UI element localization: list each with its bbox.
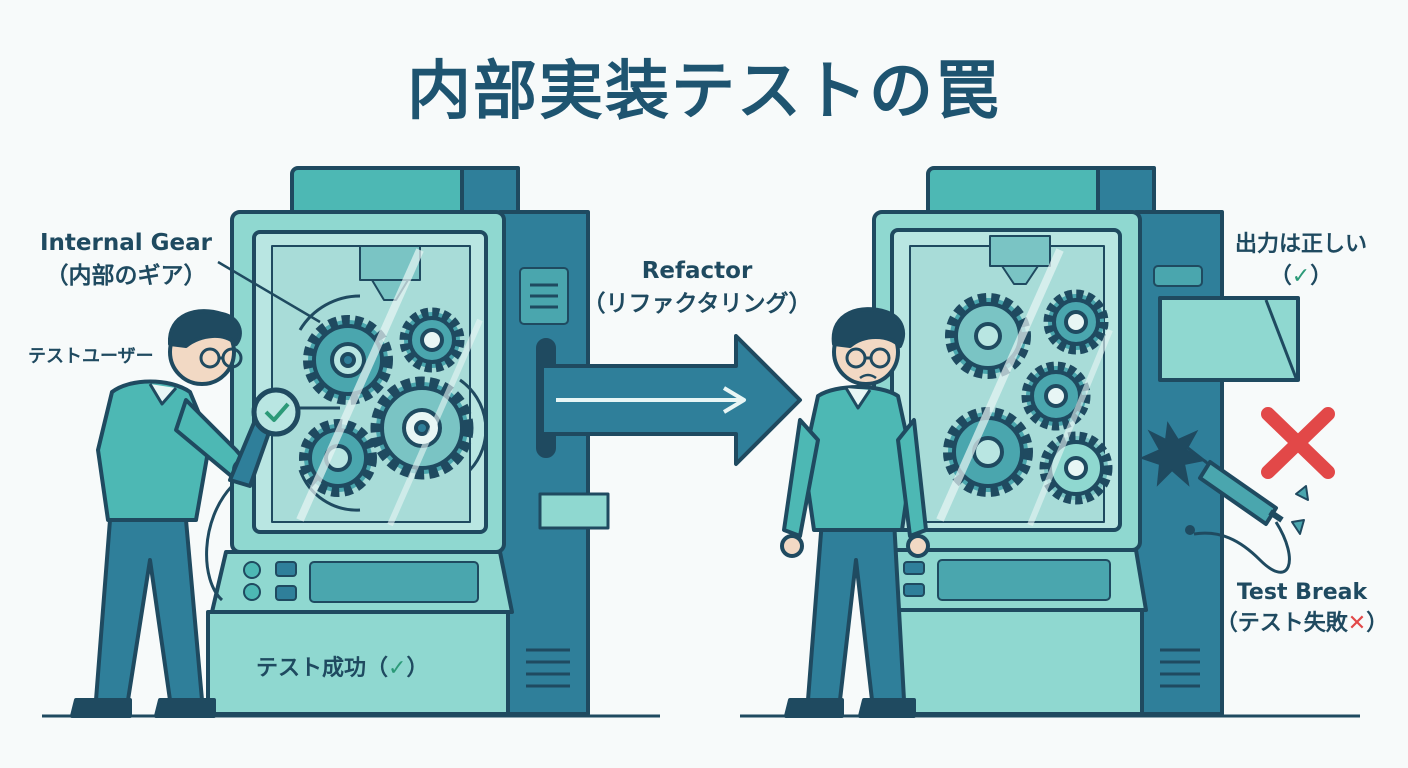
- left-rotation-arrow-3: [298, 469, 361, 512]
- output-mark-open: （: [1269, 264, 1292, 289]
- left-gear-2: [399, 307, 465, 373]
- left-rotation-arrow-1: [298, 294, 361, 331]
- internal-gear-label: Internal Gear （内部のギア）: [34, 230, 218, 290]
- test-break-label: Test Break （テスト失敗✕）: [1212, 580, 1392, 637]
- test-fail-text: （テスト失敗: [1215, 611, 1348, 636]
- right-gear-2: [1043, 289, 1109, 355]
- output-check-icon: ✓: [1291, 264, 1311, 289]
- internal-gear-label-jp: （内部のギア）: [45, 263, 207, 289]
- test-success-label: テスト成功（✓）: [256, 650, 428, 682]
- refactor-label-en: Refactor: [641, 258, 753, 284]
- cross-icon: ✕: [1347, 611, 1367, 636]
- right-machine-base: [878, 608, 1144, 716]
- test-fail-close: ）: [1366, 611, 1389, 636]
- test-user-label: テストユーザー: [28, 346, 154, 367]
- left-rotation-arrow-2: [459, 378, 488, 472]
- refactor-label-jp: （リファクタリング）: [582, 291, 812, 317]
- right-machine: [872, 166, 1300, 716]
- left-test-user: [70, 309, 340, 718]
- refactor-arrow: [540, 334, 802, 466]
- check-icon: ✓: [388, 656, 407, 681]
- magnifier-lens: [251, 387, 301, 437]
- output-mark-close: ）: [1310, 264, 1333, 289]
- test-fail-row: （テスト失敗✕）: [1212, 605, 1392, 637]
- internal-gear-label-en: Internal Gear: [40, 230, 212, 256]
- internal-gear-pointer: [217, 260, 321, 324]
- right-keypad: [937, 559, 1111, 601]
- test-success-close: ）: [406, 656, 429, 681]
- left-keypad: [309, 561, 479, 603]
- output-correct-label: 出力は正しい （✓）: [1216, 226, 1386, 290]
- left-machine-base: [206, 610, 510, 716]
- output-correct-mark-row: （✓）: [1216, 258, 1386, 290]
- test-break-text: Test Break: [1236, 580, 1368, 605]
- left-gear-3: [370, 376, 474, 480]
- right-output-box: [1158, 296, 1300, 382]
- refactor-label: Refactor （リファクタリング）: [582, 258, 812, 318]
- page-title: 内部実装テストの罠: [407, 55, 1001, 129]
- output-correct-text: 出力は正しい: [1234, 232, 1367, 257]
- right-gear-5-broken: [1039, 431, 1113, 505]
- left-gear-1: [303, 315, 393, 405]
- fail-x-icon: [1261, 407, 1335, 479]
- right-test-user: [780, 307, 930, 718]
- right-spindle: [989, 235, 1051, 267]
- right-gear-1: [945, 293, 1031, 379]
- left-output-tray: [538, 492, 610, 530]
- left-machine: [206, 166, 610, 716]
- test-success-text: テスト成功（: [256, 656, 389, 681]
- break-spark: [1139, 421, 1207, 487]
- broken-tester-probe: [1187, 446, 1309, 574]
